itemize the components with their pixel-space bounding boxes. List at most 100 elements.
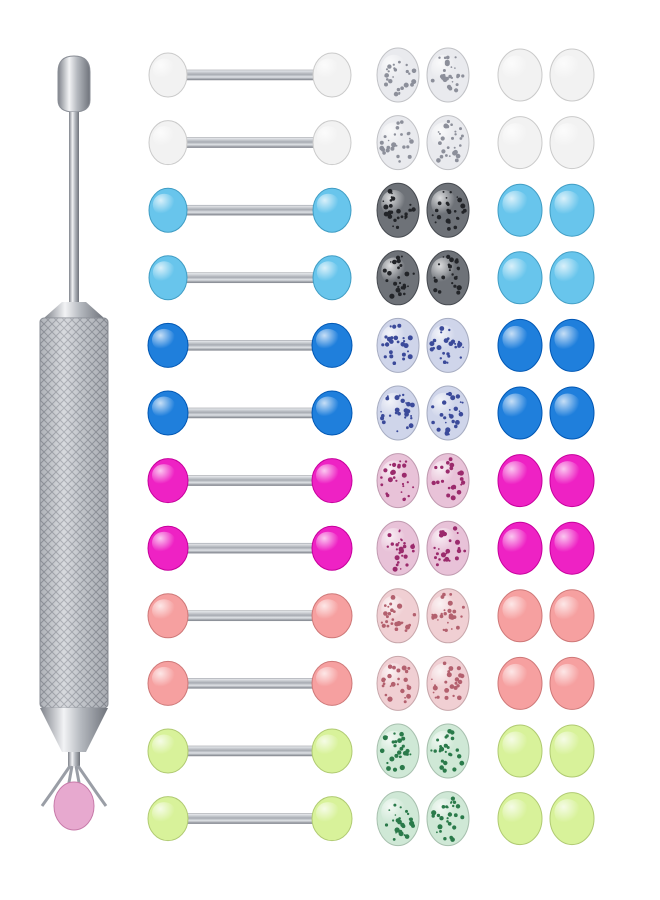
- glitter-speck: [395, 479, 398, 482]
- glitter-speck: [443, 760, 448, 766]
- glitter-speck: [455, 539, 460, 545]
- glitter-speck: [447, 621, 449, 624]
- glitter-speck: [442, 351, 445, 355]
- glitter-bead-magenta: [376, 520, 420, 576]
- solid-bead-light-blue: [549, 183, 595, 237]
- glitter-speck: [453, 146, 456, 149]
- glitter-speck: [387, 696, 393, 702]
- glitter-speck: [381, 343, 385, 347]
- glitter-speck: [392, 259, 397, 265]
- glitter-speck: [450, 395, 456, 401]
- glitter-speck: [454, 158, 459, 163]
- glitter-speck: [392, 76, 394, 78]
- glitter-speck: [450, 796, 455, 801]
- glitter-bead-magenta: [376, 453, 420, 509]
- glitter-speck: [449, 835, 454, 840]
- glitter-speck: [404, 629, 408, 632]
- glitter-speck: [395, 255, 401, 260]
- glitter-speck: [398, 60, 401, 64]
- solid-bead-pink: [549, 589, 595, 643]
- glitter-speck: [456, 666, 461, 671]
- glitter-speck: [445, 154, 448, 157]
- barbell-left-ball: [147, 458, 189, 504]
- glitter-speck: [386, 545, 389, 548]
- glitter-speck: [445, 76, 449, 81]
- barbell-left-ball: [148, 255, 188, 301]
- glitter-speck: [442, 190, 445, 193]
- glitter-speck: [402, 337, 405, 340]
- barbell-left-ball: [147, 728, 189, 774]
- glitter-speck: [410, 821, 414, 825]
- glitter-speck: [392, 610, 396, 613]
- glitter-speck: [412, 486, 415, 489]
- solid-bead-royal-blue: [497, 318, 543, 372]
- glitter-speck: [446, 746, 450, 749]
- glitter-speck: [437, 619, 439, 621]
- barbell-right-ball: [311, 458, 353, 504]
- glitter-speck: [446, 820, 449, 823]
- glitter-speck: [384, 82, 388, 87]
- glitter-speck: [397, 561, 400, 564]
- glitter-speck: [454, 259, 459, 264]
- glitter-speck: [435, 552, 439, 556]
- glitter-speck: [440, 465, 444, 469]
- glitter-speck: [389, 325, 392, 328]
- glitter-speck: [395, 287, 401, 293]
- glitter-speck: [405, 809, 408, 813]
- glitter-speck: [401, 554, 404, 557]
- glitter-speck: [392, 261, 394, 264]
- glitter-speck: [454, 424, 458, 429]
- glitter-speck: [385, 148, 390, 153]
- glitter-speck: [448, 155, 451, 158]
- glitter-speck: [407, 354, 413, 360]
- glitter-speck: [455, 748, 459, 752]
- glitter-speck: [392, 838, 396, 841]
- glitter-speck: [404, 271, 410, 277]
- glitter-speck: [443, 56, 447, 60]
- glitter-speck: [431, 613, 434, 616]
- glitter-speck: [390, 608, 394, 612]
- glitter-speck: [397, 738, 402, 743]
- glitter-speck: [434, 208, 439, 213]
- barbell-light-blue: [148, 187, 352, 233]
- glitter-speck: [432, 691, 435, 694]
- solid-bead-light-blue: [549, 251, 595, 305]
- glitter-speck: [384, 823, 389, 827]
- glitter-speck: [394, 814, 397, 816]
- glitter-speck: [438, 558, 441, 561]
- glitter-speck: [456, 290, 461, 295]
- glitter-speck: [434, 221, 437, 224]
- glitter-speck: [404, 212, 408, 216]
- glitter-speck: [389, 339, 394, 344]
- glitter-speck: [451, 81, 454, 83]
- glitter-speck: [459, 401, 462, 403]
- glitter-speck: [399, 460, 402, 463]
- glitter-speck: [387, 477, 393, 483]
- glitter-speck: [442, 360, 447, 365]
- glitter-speck: [445, 421, 447, 424]
- glitter-speck: [456, 625, 460, 630]
- solid-bead-light-blue: [497, 183, 543, 237]
- tool-tip: [40, 708, 108, 752]
- glitter-speck: [402, 357, 406, 361]
- glitter-speck: [396, 121, 400, 125]
- barbell-right-ball: [311, 660, 353, 706]
- glitter-speck: [404, 416, 407, 419]
- glitter-speck: [446, 672, 452, 678]
- solid-bead-opaque-white: [497, 116, 543, 170]
- glitter-speck: [448, 328, 451, 332]
- glitter-speck: [412, 543, 415, 546]
- glitter-speck: [402, 544, 407, 549]
- glitter-speck: [459, 137, 463, 140]
- barbell-right-ball: [311, 593, 353, 639]
- solid-bead-lime-green: [549, 724, 595, 778]
- solid-bead-opaque-white: [497, 48, 543, 102]
- glitter-speck: [388, 204, 393, 208]
- glitter-speck: [406, 426, 409, 430]
- glitter-speck: [380, 621, 383, 624]
- glitter-speck: [453, 284, 457, 288]
- glitter-speck: [440, 595, 445, 599]
- barbell-royal-blue: [147, 390, 353, 436]
- solid-bead-royal-blue: [549, 318, 595, 372]
- glitter-speck: [403, 554, 408, 559]
